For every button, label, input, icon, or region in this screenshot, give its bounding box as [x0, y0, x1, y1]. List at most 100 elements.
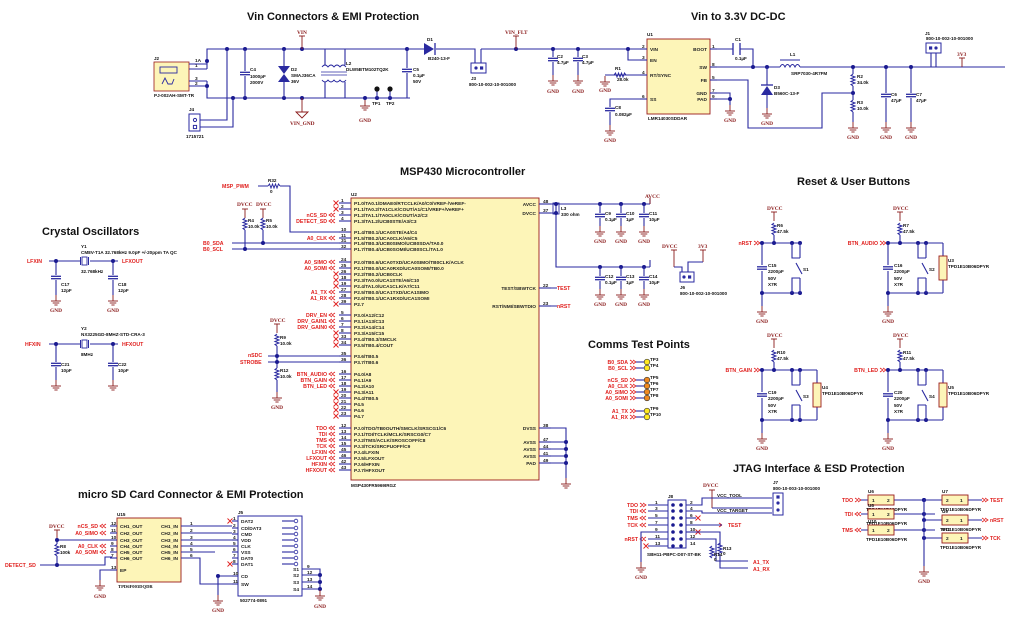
- pin-name: P3.3/A15/C15: [354, 331, 384, 337]
- lfxin-net: LFXIN: [27, 259, 42, 265]
- pin-number: 18: [341, 275, 347, 281]
- pin-number: 8: [233, 559, 236, 565]
- net-label: TDO: [842, 498, 853, 504]
- pin-number: 11: [341, 233, 346, 239]
- net-label: A0_SOMI: [605, 396, 628, 402]
- gnd-label: GND: [905, 135, 917, 141]
- pin-name: CH4_OUT: [120, 544, 142, 550]
- net-arrow-icon: [328, 265, 336, 271]
- header-pin-icon: [671, 537, 675, 541]
- pin-number: 33: [341, 334, 347, 340]
- pin-name: P1.3/TA1.2/UCB0STE/A3/C3: [354, 219, 417, 225]
- pin-name: PJ.1/TDI/TCLK/MCLK/SRSCG0/C7: [354, 432, 431, 438]
- pin-number: 34: [341, 340, 347, 346]
- pin-name: AVSS: [523, 447, 537, 453]
- pin-name: P1.1/TA0.2/TA1CLK/COUT/A1/C1/VREF+/VeREF…: [354, 207, 464, 213]
- cap-ref: C11: [649, 211, 658, 216]
- net-arrow-icon: [328, 218, 336, 224]
- pin-name: P3.1/A13/C13: [354, 319, 384, 325]
- r3-ref: R3: [857, 100, 863, 105]
- esd-diode-chip: [941, 494, 969, 506]
- cap-ref: C9: [605, 211, 611, 216]
- cap-type: X7R: [894, 409, 904, 414]
- pin-name: S1: [293, 567, 299, 573]
- ground-icon: [882, 432, 894, 444]
- pin-number: 21: [341, 399, 347, 405]
- pin-number: 3: [190, 535, 193, 541]
- cap-ref: C20: [894, 390, 903, 395]
- cap-value: 10µF: [649, 217, 660, 222]
- gnd-label: GND: [50, 308, 62, 314]
- dvcc-label: DVCC: [256, 202, 272, 208]
- net-arrow-icon: [328, 212, 336, 218]
- pin-number: 16: [341, 369, 347, 375]
- net-label: TDO: [627, 503, 638, 509]
- pin-number: 1: [233, 516, 236, 522]
- c18-ref: C18: [118, 282, 127, 287]
- pin-number: 31: [341, 238, 347, 244]
- no-connect-icon: [333, 271, 339, 277]
- pin-name: AVCC: [523, 202, 537, 208]
- pin-number: 5: [655, 513, 658, 519]
- l1-ref: L1: [790, 52, 796, 57]
- j1-ref: J1: [925, 31, 931, 36]
- ground-icon: [594, 225, 606, 237]
- pin-name: P1.0/TA0.1/DMAE0/RTCCLK/A0/C0/VREF-/VeRE…: [354, 201, 466, 207]
- net-arrow-icon: [879, 367, 887, 373]
- c5-ref: C5: [413, 67, 419, 72]
- capacitor-icon: [594, 213, 606, 218]
- pin-number: 1: [655, 500, 658, 506]
- c7-value: 47µF: [916, 98, 927, 103]
- pin-number: 11: [111, 528, 116, 534]
- no-connect-icon: [333, 277, 339, 283]
- pin-number: 5: [341, 310, 344, 316]
- pin-number: 5: [233, 541, 236, 547]
- gnd-label: GND: [756, 446, 768, 452]
- resistor-ref: R10: [777, 350, 786, 355]
- pin-name: CH1_OUT: [120, 524, 142, 530]
- pin-number: 7: [655, 520, 658, 526]
- esd-diode-chip: [938, 382, 948, 408]
- u2-left-pins: 1P1.0/TA0.1/DMAE0/RTCCLK/A0/C0/VREF-/VeR…: [296, 198, 466, 474]
- esd-part: TPD1E10B06DPYR: [940, 545, 982, 550]
- r12-ref: R12: [280, 368, 289, 373]
- r13-ref: R13: [723, 546, 732, 551]
- j6-connector: [679, 271, 695, 283]
- net-label: HFXIN: [311, 462, 327, 468]
- pin-name: P1.6/TB0.3/UCB0SIMO/UCB0SDA/TA0.0: [354, 241, 444, 247]
- shield-pad-icon: [293, 549, 299, 555]
- pin-name: DAT0: [241, 556, 254, 562]
- c18-value: 12pF: [118, 288, 129, 293]
- esd-diode-chip: [867, 524, 895, 536]
- header-pin-icon: [671, 544, 675, 548]
- jtag-esd-array: TDO12U6TPD1E10B06DPYRTDI12U8TPD1E10B06DP…: [842, 489, 1004, 550]
- net-arrow-icon: [753, 240, 761, 246]
- ground-icon: [638, 225, 650, 237]
- pin-number: 32: [341, 244, 347, 250]
- esd-part: TPD1E10B06DPYR: [948, 391, 990, 396]
- hfxin-net: HFXIN: [25, 342, 41, 348]
- shield-pad-icon: [293, 518, 299, 524]
- cap-ref: C19: [768, 390, 777, 395]
- l2-ref: L2: [346, 61, 352, 66]
- j2-pin-1: 1: [195, 63, 198, 69]
- no-connect-icon: [333, 413, 339, 419]
- test-point-ref: TP10: [650, 412, 661, 417]
- pin-number: 2: [341, 204, 344, 210]
- lfxout-net: LFXOUT: [122, 259, 144, 265]
- b0-sda-net: B0_SDA: [203, 241, 224, 247]
- c3-ref: C3: [582, 54, 588, 59]
- net-label: BTN_AUDIO: [848, 241, 878, 247]
- net-label: BTN_GAIN: [300, 378, 327, 384]
- ground-icon: [594, 288, 606, 300]
- dvcc-label: DVCC: [767, 333, 783, 339]
- test-point-icon: [643, 358, 651, 366]
- resistor-icon: [897, 349, 903, 363]
- cap-ref: C15: [768, 263, 777, 268]
- pin-name: RST/NMI/SBWTDIO: [492, 304, 536, 310]
- c1-value: 0.1µF: [735, 56, 747, 61]
- net-arrow-icon: [328, 324, 336, 330]
- pin-number: 6: [690, 513, 693, 519]
- gnd-label: GND: [547, 89, 559, 95]
- cap-value: 0.1µF: [605, 217, 617, 222]
